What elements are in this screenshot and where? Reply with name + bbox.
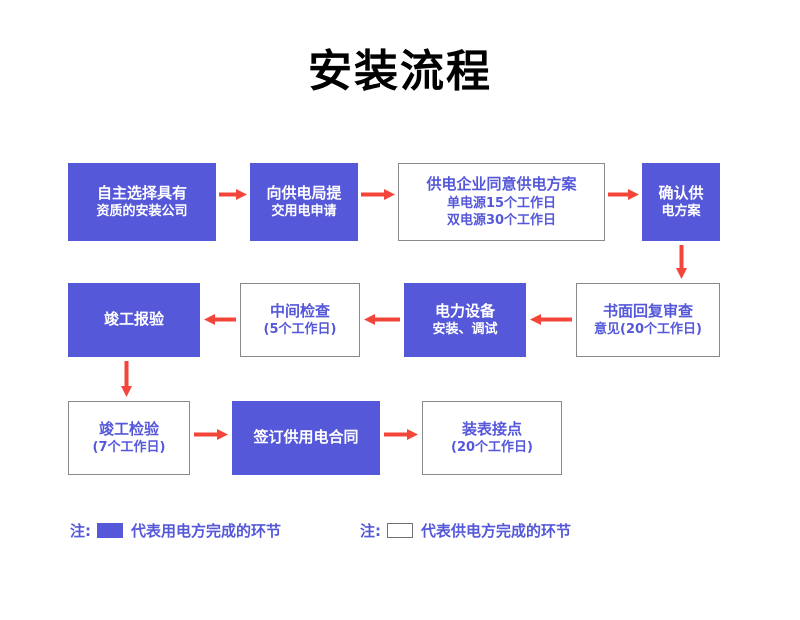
arrow-node1-to-node2 <box>219 188 247 200</box>
flow-node-label: 单电源15个工作日 <box>446 195 557 211</box>
flow-node-label: 签订供用电合同 <box>253 428 359 447</box>
legend-swatch-solid <box>97 523 123 538</box>
arrow-node6-to-node7 <box>364 313 400 325</box>
flow-node-label: 意见(20个工作日) <box>594 322 702 338</box>
flow-node-label: 自主选择具有 <box>96 183 187 202</box>
legend-prefix: 注: <box>360 522 381 540</box>
flow-node-label: (5个工作日) <box>263 322 337 338</box>
legend-utility-side: 注: 代表供电方完成的环节 <box>360 520 571 541</box>
arrow-node3-to-node4 <box>608 188 639 200</box>
legend-customer-side: 注: 代表用电方完成的环节 <box>70 520 281 541</box>
flow-node-label: 交用电申请 <box>271 204 337 220</box>
legend-swatch-hollow <box>387 523 413 538</box>
flow-node-confirm-power-plan: 确认供电方案 <box>642 163 720 241</box>
flow-node-label: 双电源30个工作日 <box>446 212 557 228</box>
flow-node-label: 安装、调试 <box>432 322 498 338</box>
flow-node-label: 电力设备 <box>434 301 495 320</box>
flow-node-label: (20个工作日) <box>451 440 533 456</box>
flow-node-label: (7个工作日) <box>92 440 166 456</box>
flow-node-self-select-installer: 自主选择具有资质的安装公司 <box>68 163 216 241</box>
arrow-node2-to-node3 <box>361 188 395 200</box>
flow-node-label: 装表接点 <box>461 419 522 438</box>
arrow-node4-to-node5 <box>675 245 687 279</box>
flow-node-label: 向供电局提 <box>266 183 342 202</box>
flow-node-equipment-install-debug: 电力设备安装、调试 <box>404 283 526 357</box>
flow-node-label: 书面回复审查 <box>602 301 693 320</box>
flow-node-label: 中间检查 <box>269 301 330 320</box>
legend-prefix: 注: <box>70 522 91 540</box>
page-title: 安装流程 <box>308 46 492 97</box>
flow-node-label: 确认供 <box>658 183 704 202</box>
legend-text: 代表供电方完成的环节 <box>421 522 572 540</box>
flow-node-label: 竣工报验 <box>103 310 164 329</box>
flow-node-label: 电方案 <box>661 204 701 220</box>
flow-node-completion-inspection: 竣工检验 (7个工作日) <box>68 401 190 475</box>
flow-node-submit-power-application: 向供电局提交用电申请 <box>250 163 358 241</box>
flow-node-label: 竣工检验 <box>98 419 159 438</box>
arrow-node7-to-node8 <box>204 313 236 325</box>
flow-node-written-review-reply: 书面回复审查意见(20个工作日) <box>576 283 720 357</box>
flow-node-utility-approves-plan: 供电企业同意供电方案单电源15个工作日双电源30个工作日 <box>398 163 605 241</box>
flow-node-intermediate-inspection: 中间检查 (5个工作日) <box>240 283 360 357</box>
flow-node-label: 供电企业同意供电方案 <box>426 174 577 193</box>
flow-node-meter-connection: 装表接点 (20个工作日) <box>422 401 562 475</box>
flow-node-completion-report: 竣工报验 <box>68 283 200 357</box>
flow-node-label: 资质的安装公司 <box>96 204 188 220</box>
arrow-node9-to-node10 <box>194 428 228 440</box>
legend-text: 代表用电方完成的环节 <box>131 522 282 540</box>
arrow-node10-to-node11 <box>384 428 418 440</box>
arrow-node8-to-node9 <box>120 361 132 397</box>
flow-node-sign-supply-contract: 签订供用电合同 <box>232 401 380 475</box>
arrow-node5-to-node6 <box>530 313 572 325</box>
